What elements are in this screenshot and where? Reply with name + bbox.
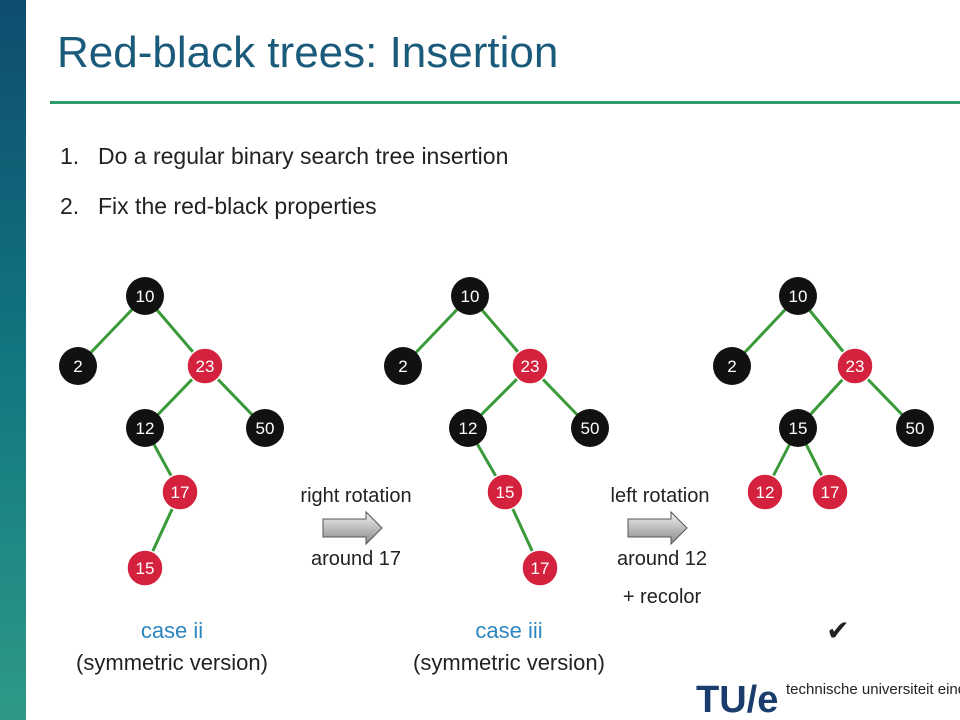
black-node: 15 [779,409,817,447]
node-circle [811,473,849,511]
node-circle [126,549,164,587]
slide-title: Red-black trees: Insertion [57,28,559,77]
black-node: 50 [896,409,934,447]
rotation-label: left rotation [611,485,710,507]
node-circle [246,409,284,447]
node-circle [384,347,422,385]
red-node: 15 [126,549,164,587]
black-node: 2 [59,347,97,385]
red-node: 17 [161,473,199,511]
node-label: 17 [531,559,550,578]
node-label: 12 [756,483,775,502]
node-circle [451,277,489,315]
node-label: 23 [196,357,215,376]
black-node: 2 [713,347,751,385]
node-circle [836,347,874,385]
node-circle [511,347,549,385]
red-node: 12 [746,473,784,511]
rotation-label: right rotation [300,485,411,507]
node-circle [746,473,784,511]
checkmark-icon: ✔ [826,614,849,647]
node-circle [449,409,487,447]
right-arrow-icon [322,510,383,546]
nodes-layer: 10 2 23 12 50 17 15 10 2 23 12 50 15 17 10 2 23 15 50 12 17 [59,277,934,587]
node-label: 50 [906,419,925,438]
node-label: 2 [73,357,82,376]
red-node: 15 [486,473,524,511]
node-label: 15 [496,483,515,502]
node-circle [126,277,164,315]
red-node: 17 [811,473,849,511]
node-circle [896,409,934,447]
case-sublabel: (symmetric version) [413,650,605,675]
step-list: 1. Do a regular binary search tree insert… [60,138,508,238]
black-node: 12 [126,409,164,447]
node-label: 17 [171,483,190,502]
red-node: 23 [186,347,224,385]
black-node: 10 [126,277,164,315]
red-node: 23 [836,347,874,385]
node-circle [521,549,559,587]
node-circle [779,277,817,315]
black-node: 2 [384,347,422,385]
node-circle [779,409,817,447]
node-label: 50 [256,419,275,438]
node-circle [486,473,524,511]
red-node: 23 [511,347,549,385]
title-divider [50,101,960,104]
node-label: 23 [521,357,540,376]
right-arrow-icon [627,510,688,546]
step-text: Fix the red-black properties [98,193,377,219]
black-node: 10 [779,277,817,315]
step-number: 2. [60,193,80,219]
tue-logo: TU/e [696,679,778,720]
step-item: 1. Do a regular binary search tree insert… [60,138,508,188]
node-label: 17 [821,483,840,502]
case-label: case ii [141,618,203,643]
step-number: 1. [60,143,80,169]
node-circle [59,347,97,385]
node-label: 15 [136,559,155,578]
black-node: 10 [451,277,489,315]
step-item: 2. Fix the red-black properties [60,188,508,238]
node-label: 10 [789,287,808,306]
node-label: 12 [136,419,155,438]
rotation-detail: around 17 [311,548,401,570]
node-label: 50 [581,419,600,438]
black-node: 50 [246,409,284,447]
node-label: 10 [136,287,155,306]
black-node: 12 [449,409,487,447]
node-circle [713,347,751,385]
node-circle [186,347,224,385]
step-text: Do a regular binary search tree insertio… [98,143,509,169]
node-circle [126,409,164,447]
node-label: 2 [398,357,407,376]
node-label: 15 [789,419,808,438]
node-label: 23 [846,357,865,376]
node-label: 10 [461,287,480,306]
case-sublabel: (symmetric version) [76,650,268,675]
node-label: 2 [727,357,736,376]
red-node: 17 [521,549,559,587]
side-accent-bar [0,0,26,720]
node-label: 12 [459,419,478,438]
black-node: 50 [571,409,609,447]
recolor-label: + recolor [623,586,702,608]
node-circle [571,409,609,447]
case-label: case iii [475,618,542,643]
node-circle [161,473,199,511]
university-name: technische universiteit eindhoven [786,681,960,698]
rotation-detail: around 12 [617,548,707,570]
